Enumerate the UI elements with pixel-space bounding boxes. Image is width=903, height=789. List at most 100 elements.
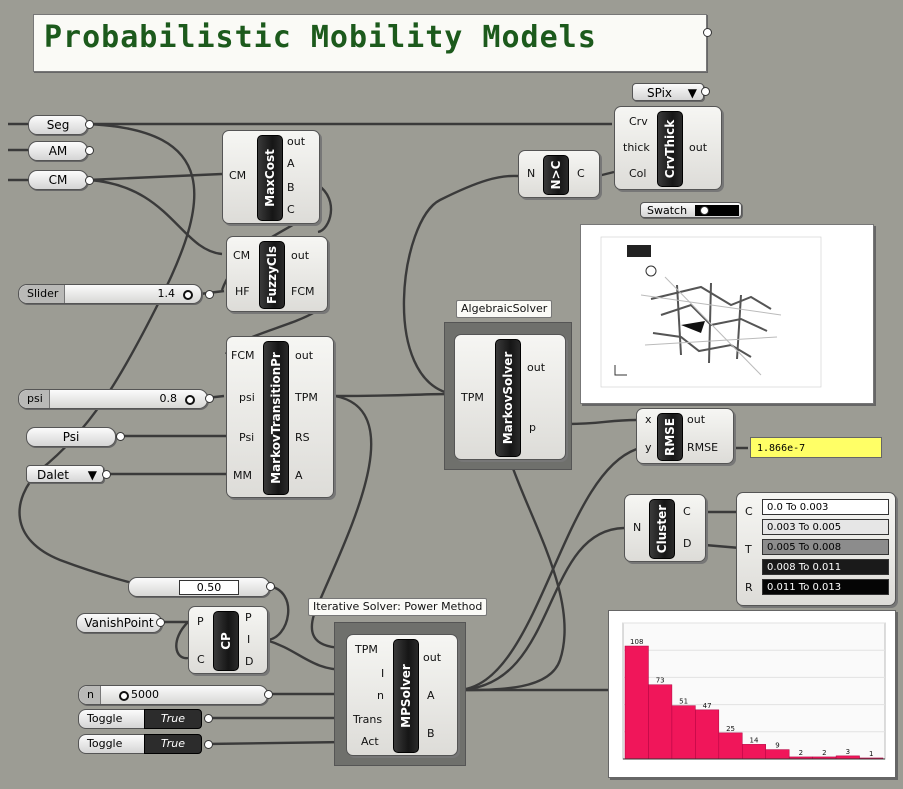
output-b: B bbox=[287, 181, 295, 194]
crvthick-component[interactable]: Crv thick Col CrvThick out bbox=[614, 106, 722, 190]
output-grip[interactable] bbox=[102, 470, 111, 479]
cp-core[interactable]: CP bbox=[213, 611, 239, 671]
slider-value: 0.8 bbox=[159, 392, 178, 405]
maxcost-component[interactable]: CM MaxCost out A B C bbox=[222, 130, 320, 224]
input-i: I bbox=[381, 667, 385, 680]
seg-param[interactable]: Seg bbox=[28, 115, 88, 135]
output-grip[interactable] bbox=[85, 176, 94, 185]
output-rs: RS bbox=[295, 431, 310, 444]
psi-param[interactable]: Psi bbox=[26, 427, 116, 447]
toggle-1[interactable]: Toggle True bbox=[78, 709, 206, 729]
output-grip[interactable] bbox=[266, 582, 275, 591]
toggle-value[interactable]: True bbox=[144, 709, 202, 729]
spix-dropdown[interactable]: SPix ▼ bbox=[632, 83, 704, 101]
histogram-bar bbox=[624, 645, 649, 760]
bar-data-label: 2 bbox=[799, 749, 803, 757]
slider-knob[interactable] bbox=[119, 691, 129, 701]
markovsolver-core[interactable]: MarkovSolver bbox=[495, 339, 521, 457]
histogram-bar bbox=[671, 705, 696, 760]
map-preview-icon bbox=[600, 236, 822, 388]
output-grip[interactable] bbox=[85, 146, 94, 155]
vanishpoint-param[interactable]: VanishPoint bbox=[76, 613, 162, 633]
rmse-core[interactable]: RMSE bbox=[657, 413, 683, 461]
input-hf: HF bbox=[235, 285, 250, 298]
output-grip[interactable] bbox=[264, 690, 273, 699]
n-slider[interactable]: n 5000 bbox=[78, 685, 268, 705]
slider-1-4[interactable]: Slider 1.4 bbox=[18, 284, 202, 304]
component-name: N>C bbox=[549, 160, 563, 190]
dalet-label: Dalet bbox=[37, 468, 70, 482]
output-grip[interactable] bbox=[204, 740, 213, 749]
title-panel[interactable]: Probabilistic Mobility Models bbox=[33, 14, 707, 72]
output-grip[interactable] bbox=[205, 394, 214, 403]
slider-knob[interactable] bbox=[185, 395, 195, 405]
output-grip[interactable] bbox=[205, 290, 214, 299]
output-out: out bbox=[295, 349, 314, 362]
swatch-param[interactable]: Swatch bbox=[640, 202, 742, 218]
swatch-label: Swatch bbox=[647, 204, 688, 217]
fuzzycls-component[interactable]: CM HF FuzzyCls out FCM bbox=[226, 236, 328, 312]
output-grip[interactable] bbox=[116, 432, 125, 441]
output-grip[interactable] bbox=[85, 120, 94, 129]
toggle-label: Toggle bbox=[78, 734, 146, 754]
input-r: R bbox=[745, 581, 753, 594]
output-p: P bbox=[245, 611, 252, 624]
markovsolver-component[interactable]: TPM MarkovSolver out p bbox=[454, 334, 566, 460]
output-out: out bbox=[689, 141, 708, 154]
dalet-dropdown[interactable]: Dalet ▼ bbox=[26, 465, 104, 483]
crvthick-core[interactable]: CrvThick bbox=[657, 111, 683, 187]
fuzzycls-core[interactable]: FuzzyCls bbox=[259, 241, 285, 309]
rmse-component[interactable]: x y RMSE out RMSE bbox=[636, 408, 734, 464]
toggle-label: Toggle bbox=[78, 709, 146, 729]
component-name: MPSolver bbox=[399, 664, 413, 728]
input-t: T bbox=[745, 543, 752, 556]
markovtransition-component[interactable]: FCM psi Psi MM MarkovTransitionPr out TP… bbox=[226, 336, 334, 498]
output-grip[interactable] bbox=[204, 714, 213, 723]
output-i: I bbox=[247, 633, 251, 646]
component-name: FuzzyCls bbox=[265, 246, 279, 304]
rmse-value-panel[interactable]: 1.866e-7 bbox=[750, 437, 882, 458]
slider-value: 0.50 bbox=[179, 580, 239, 595]
bar-data-label: 3 bbox=[846, 748, 850, 756]
bar-data-label: 73 bbox=[656, 677, 665, 685]
slider-knob[interactable] bbox=[183, 290, 193, 300]
mpsolver-component[interactable]: TPM I n Trans Act MPSolver out A B bbox=[346, 634, 458, 756]
swatch-color[interactable] bbox=[695, 205, 739, 216]
component-name: MarkovTransitionPr bbox=[269, 352, 283, 484]
toggle-2[interactable]: Toggle True bbox=[78, 734, 206, 754]
am-param[interactable]: AM bbox=[28, 141, 88, 161]
output-out: out bbox=[423, 651, 442, 664]
output-out: out bbox=[527, 361, 546, 374]
cp-component[interactable]: P C CP P I D bbox=[188, 606, 268, 674]
toggle-value[interactable]: True bbox=[144, 734, 202, 754]
input-cm: CM bbox=[229, 169, 247, 182]
output-out: out bbox=[687, 413, 706, 426]
chevron-down-icon: ▼ bbox=[87, 468, 97, 482]
output-c: C bbox=[577, 167, 585, 180]
input-n: N bbox=[527, 167, 536, 180]
center-slider[interactable]: 0.50 bbox=[128, 577, 270, 597]
n-to-c-core[interactable]: N>C bbox=[543, 155, 569, 195]
input-y: y bbox=[645, 441, 652, 454]
output-grip[interactable] bbox=[701, 87, 710, 96]
input-psi: Psi bbox=[239, 431, 255, 444]
psi-slider[interactable]: psi 0.8 bbox=[18, 389, 208, 409]
mpsolver-core[interactable]: MPSolver bbox=[393, 639, 419, 753]
component-name: MaxCost bbox=[263, 149, 277, 207]
output-grip[interactable] bbox=[156, 618, 165, 627]
output-grip[interactable] bbox=[700, 206, 709, 215]
component-name: CP bbox=[219, 632, 233, 650]
cluster-core[interactable]: Cluster bbox=[649, 499, 675, 559]
maxcost-core[interactable]: MaxCost bbox=[257, 135, 283, 221]
slider-value: 5000 bbox=[131, 688, 159, 701]
viewport-preview[interactable] bbox=[580, 224, 874, 404]
cluster-component[interactable]: N Cluster C D bbox=[624, 494, 706, 562]
n-to-c-component[interactable]: N N>C C bbox=[518, 150, 600, 198]
markovtransition-core[interactable]: MarkovTransitionPr bbox=[263, 341, 289, 495]
cm-param[interactable]: CM bbox=[28, 170, 88, 190]
output-grip[interactable] bbox=[703, 28, 712, 37]
